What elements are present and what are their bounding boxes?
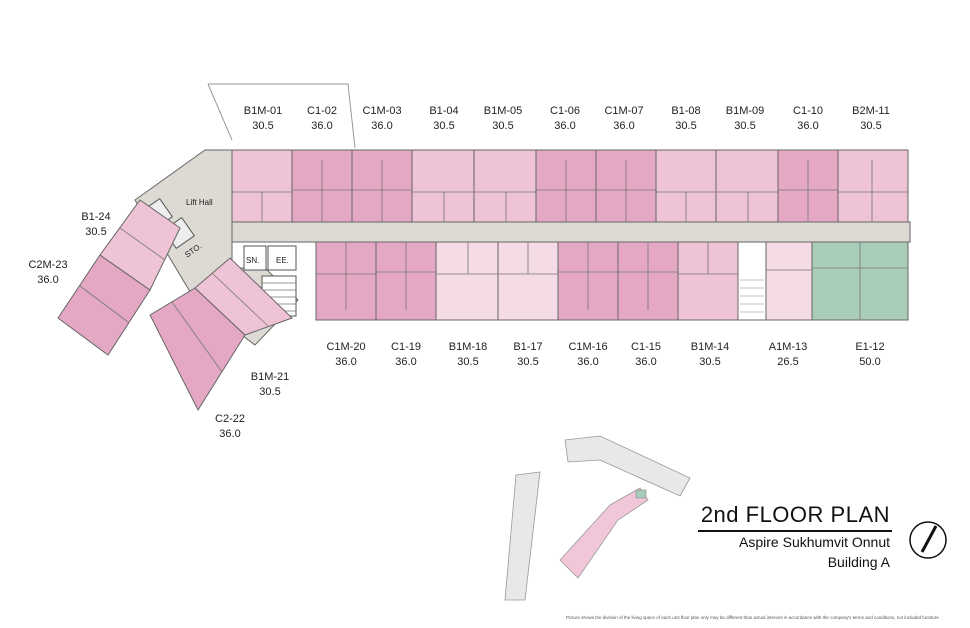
site-boundary-left [207,83,233,141]
unit-area: 50.0 [859,356,881,368]
unit-code: B2M-11 [852,105,890,117]
unit-area: 36.0 [577,356,599,368]
unit-label: C1-10 36.0 [778,104,838,134]
unit-area: 30.5 [517,356,539,368]
unit-area: 36.0 [37,274,59,286]
north-arrow-icon [909,521,947,559]
unit-area: 36.0 [219,428,241,440]
unit-label: C1M-20 36.0 [316,340,376,370]
unit-code: B1M-05 [483,105,523,117]
top-row-partitions [232,160,908,222]
unit-area: 30.5 [492,120,514,132]
bottom-row-partitions [316,242,908,320]
unit-label: C1-15 36.0 [616,340,676,370]
unit-area: 30.5 [457,356,479,368]
unit-area: 30.5 [259,386,281,398]
unit-label: C1M-07 36.0 [594,104,654,134]
unit-code: C1M-16 [568,341,608,353]
service-stair [740,279,764,313]
unit-code: B1M-01 [243,105,283,117]
unit-label: C1M-16 36.0 [558,340,618,370]
left-wing-units [57,199,293,412]
lift-hall-label: Lift Hall [186,198,213,207]
unit-area: 36.0 [371,120,393,132]
unit-code: C1M-20 [326,341,366,353]
unit-area: 30.5 [734,120,756,132]
unit-area: 36.0 [311,120,333,132]
sn-room [243,245,267,271]
key-plan [504,435,691,601]
unit-code: B1M-09 [725,105,765,117]
unit-code: C1-15 [631,341,661,353]
unit-code: B1M-14 [690,341,730,353]
unit-area: 36.0 [554,120,576,132]
disclaimer-text: Picture shows the division of the living… [566,615,939,620]
unit-label: B2M-11 30.5 [841,104,901,134]
unit-label: B1M-18 30.5 [438,340,498,370]
unit-area: 36.0 [635,356,657,368]
unit-code: C1-19 [391,341,421,353]
unit-code: C2M-23 [28,259,68,271]
unit-area: 26.5 [777,356,799,368]
unit-area: 36.0 [797,120,819,132]
unit-label: C2-22 36.0 [200,412,260,442]
unit-area: 30.5 [252,120,274,132]
unit-label: A1M-13 26.5 [758,340,818,370]
unit-label: C1M-03 36.0 [352,104,412,134]
unit-code: C1-10 [793,105,823,117]
unit-code: C1M-07 [604,105,644,117]
unit-code: C1-06 [550,105,580,117]
unit-code: B1M-18 [448,341,488,353]
unit-code: B1-08 [671,105,701,117]
unit-label: B1-17 30.5 [498,340,558,370]
title-underline [698,530,892,532]
unit-label: B1M-09 30.5 [715,104,775,134]
unit-area: 30.5 [85,226,107,238]
page-title: 2nd FLOOR PLAN [700,502,890,527]
unit-code: E1-12 [855,341,885,353]
unit-label: E1-12 50.0 [840,340,900,370]
unit-area: 36.0 [335,356,357,368]
unit-label: B1M-21 30.5 [240,370,300,400]
unit-label: C1-19 36.0 [376,340,436,370]
unit-label: B1-04 30.5 [414,104,474,134]
unit-code: B1-04 [429,105,459,117]
unit-label: B1M-14 30.5 [680,340,740,370]
unit-code: B1-17 [513,341,543,353]
top-row-units [231,149,909,223]
unit-code: A1M-13 [768,341,808,353]
unit-label: C1-02 36.0 [292,104,352,134]
left-wing-partitions [79,227,269,373]
unit-code: C1M-03 [362,105,402,117]
unit-label: B1M-01 30.5 [233,104,293,134]
building-name: Building A [827,554,890,570]
ee-label: EE. [276,256,289,265]
unit-label: B1M-05 30.5 [473,104,533,134]
unit-label: C1-06 36.0 [535,104,595,134]
main-corridor [229,221,911,243]
unit-area: 30.5 [675,120,697,132]
unit-code: B1M-21 [250,371,290,383]
bottom-row-units [315,241,909,321]
unit-code: C1-02 [307,105,337,117]
ee-room [267,245,297,271]
sn-label: SN. [246,256,260,265]
site-boundary [208,83,356,149]
project-name: Aspire Sukhumvit Onnut [739,534,890,550]
unit-area: 36.0 [613,120,635,132]
unit-label: B1-24 30.5 [66,210,126,240]
unit-label: B1-08 30.5 [656,104,716,134]
unit-area: 30.5 [860,120,882,132]
unit-label: C2M-23 36.0 [18,258,78,288]
unit-code: B1-24 [81,211,111,223]
unit-area: 30.5 [433,120,455,132]
unit-area: 30.5 [699,356,721,368]
unit-area: 36.0 [395,356,417,368]
unit-code: C2-22 [215,413,245,425]
